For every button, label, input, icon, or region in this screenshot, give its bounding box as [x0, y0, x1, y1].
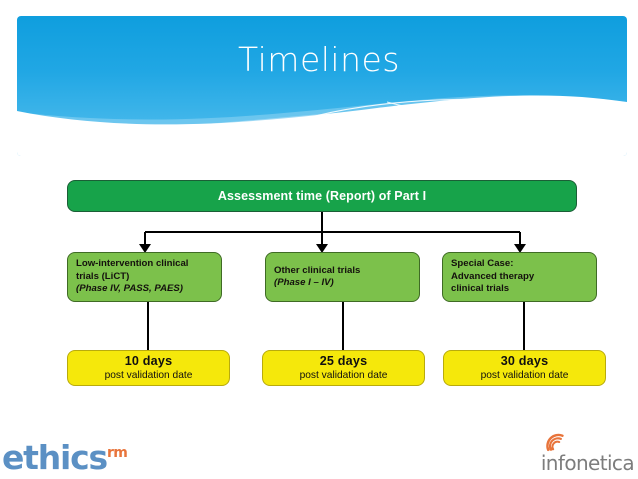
node-line-1: Special Case:: [451, 258, 514, 270]
node-phase-note: (Phase IV, PASS, PAES): [76, 283, 183, 295]
node-phase-note: (Phase I – IV): [274, 277, 334, 288]
ethics-logo-superscript: rm: [106, 445, 128, 461]
result-days-value: 30 days: [500, 353, 549, 368]
node-low-intervention-trials[interactable]: Low-intervention clinical trials (LiCT) …: [67, 252, 222, 302]
result-30-days[interactable]: 30 days post validation date: [443, 350, 606, 386]
node-line-3: clinical trials: [451, 283, 510, 295]
result-days-subtext: post validation date: [104, 369, 193, 381]
infonetica-logo: infonetica: [522, 430, 635, 475]
result-days-value: 10 days: [124, 353, 173, 368]
node-special-case-advanced-therapy[interactable]: Special Case: Advanced therapy clinical …: [442, 252, 597, 302]
node-root-label: Assessment time (Report) of Part I: [217, 189, 427, 203]
node-assessment-time-root[interactable]: Assessment time (Report) of Part I: [67, 180, 577, 212]
banner-wave-decoration: [17, 95, 627, 156]
node-line-2: trials (LiCT): [76, 270, 130, 282]
result-10-days[interactable]: 10 days post validation date: [67, 350, 230, 386]
result-days-subtext: post validation date: [299, 369, 388, 381]
ethics-logo-text: ethics: [2, 438, 108, 477]
page-title: Timelines: [237, 40, 400, 79]
node-line-1: Low-intervention clinical: [76, 258, 189, 270]
result-25-days[interactable]: 25 days post validation date: [262, 350, 425, 386]
ethics-rm-logo: ethicsrm: [2, 436, 128, 477]
wifi-signal-icon: [546, 433, 564, 452]
node-line-1: Other clinical trials: [274, 264, 361, 276]
node-other-clinical-trials[interactable]: Other clinical trials (Phase I – IV): [265, 252, 420, 302]
result-days-value: 25 days: [319, 353, 368, 368]
infonetica-logo-text: infonetica: [540, 451, 635, 475]
node-line-2: Advanced therapy: [451, 270, 535, 282]
slide-header-banner: [17, 16, 627, 156]
result-days-subtext: post validation date: [480, 369, 569, 381]
